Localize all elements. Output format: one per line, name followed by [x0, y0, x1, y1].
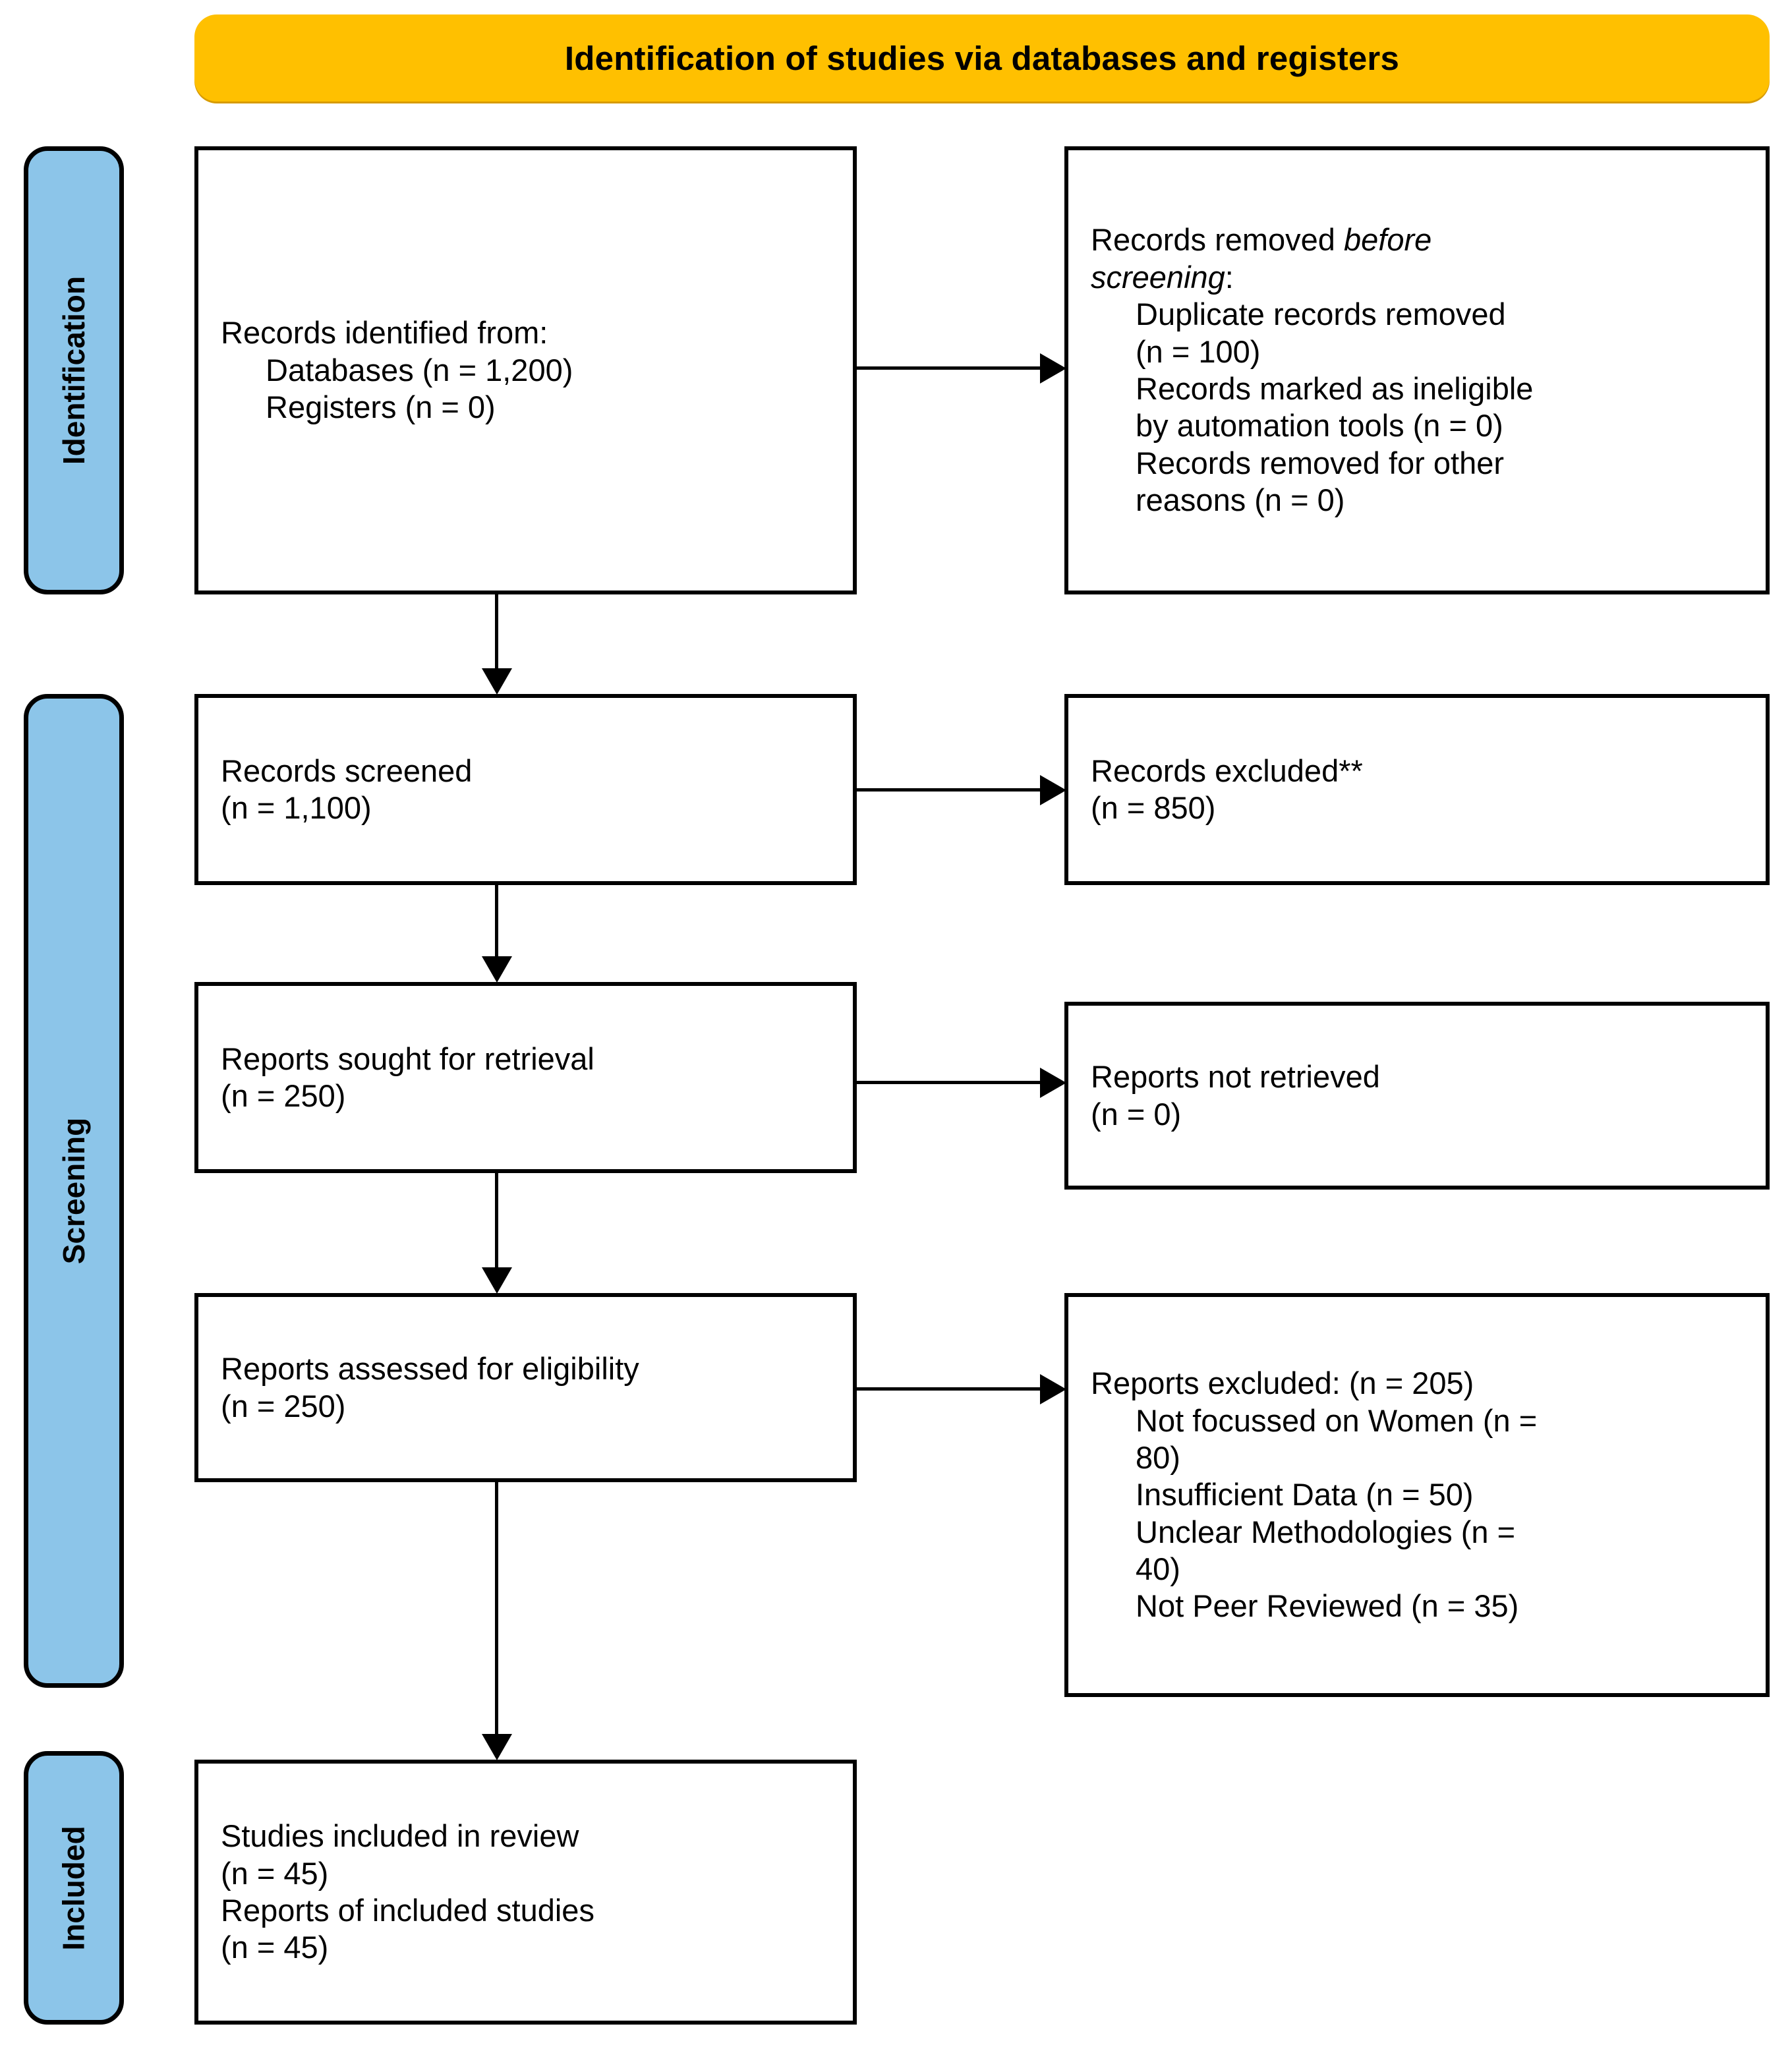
records-screened-label: Records screened: [221, 753, 473, 788]
removed-other-reasons-line-2: reasons (n = 0): [1136, 482, 1345, 518]
records-identified-line-1: Records identified from:: [221, 315, 548, 351]
stage-label-included: Included: [24, 1751, 124, 2025]
box-records-screened: Records screened (n = 1,100): [194, 694, 857, 885]
arrow-down-icon-screened-to-sought: [482, 956, 512, 983]
reports-sought-label: Reports sought for retrieval: [221, 1041, 594, 1076]
reason-unclear-methodologies-line-1: Unclear Methodologies (n =: [1136, 1514, 1516, 1549]
reason-unclear-methodologies-line-2: 40): [1136, 1551, 1180, 1587]
reason-not-peer-reviewed: Not Peer Reviewed (n = 35): [1136, 1588, 1519, 1624]
records-removed-heading-line-1: Records removed before: [1091, 221, 1743, 258]
stage-label-identification: Identification: [24, 146, 124, 594]
records-identified-registers: Registers (n = 0): [266, 389, 496, 425]
stage-label-identification-text: Identification: [57, 275, 92, 465]
arrow-down-icon-identified-to-screened: [482, 668, 512, 695]
connector-assessed-to-included: [495, 1482, 498, 1734]
stage-label-included-text: Included: [57, 1825, 91, 1951]
arrow-right-icon-identified-to-removed: [1040, 353, 1066, 384]
connector-screened-to-excluded: [857, 788, 1040, 792]
records-removed-heading-prefix: Records removed: [1091, 222, 1344, 258]
arrow-down-icon-assessed-to-included: [482, 1734, 512, 1760]
diagram-title: Identification of studies via databases …: [564, 39, 1400, 77]
connector-screened-to-sought: [495, 885, 498, 956]
records-removed-heading-emphasis-2: screening: [1091, 259, 1225, 295]
stage-label-screening: Screening: [24, 694, 124, 1688]
records-screened-count: (n = 1,100): [221, 790, 372, 825]
arrow-right-icon-screened-to-excluded: [1040, 775, 1066, 805]
reports-excluded-heading: Reports excluded: (n = 205): [1091, 1366, 1474, 1401]
duplicate-records-removed-label: Duplicate records removed: [1136, 297, 1506, 332]
box-records-removed-before-screening: Records removed before screening: Duplic…: [1064, 146, 1770, 594]
connector-sought-to-assessed: [495, 1173, 498, 1267]
records-identified-databases: Databases (n = 1,200): [266, 352, 573, 388]
connector-sought-to-not-retrieved: [857, 1081, 1040, 1084]
box-reports-assessed-for-eligibility: Reports assessed for eligibility (n = 25…: [194, 1293, 857, 1482]
reports-not-retrieved-label: Reports not retrieved: [1091, 1059, 1380, 1095]
box-reports-not-retrieved: Reports not retrieved (n = 0): [1064, 1002, 1770, 1190]
reports-sought-count: (n = 250): [221, 1078, 346, 1113]
reports-of-included-studies-count: (n = 45): [221, 1930, 329, 1965]
connector-identified-to-screened: [495, 594, 498, 668]
records-removed-heading-emphasis-1: before: [1344, 222, 1432, 258]
records-removed-heading-colon: :: [1225, 259, 1234, 295]
ineligible-automation-line-1: Records marked as ineligible: [1136, 371, 1534, 406]
records-excluded-count: (n = 850): [1091, 790, 1216, 825]
stage-label-screening-text: Screening: [57, 1117, 92, 1265]
reports-of-included-studies-label: Reports of included studies: [221, 1893, 594, 1928]
reason-not-focussed-on-women-line-1: Not focussed on Women (n =: [1136, 1402, 1538, 1438]
box-studies-included-in-review: Studies included in review (n = 45) Repo…: [194, 1760, 857, 2025]
connector-assessed-to-reports-excluded: [857, 1387, 1040, 1391]
arrow-down-icon-sought-to-assessed: [482, 1267, 512, 1294]
removed-other-reasons-line-1: Records removed for other: [1136, 445, 1505, 480]
reason-not-focussed-on-women-line-2: 80): [1136, 1439, 1180, 1475]
box-records-identified: Records identified from: Databases (n = …: [194, 146, 857, 594]
reason-insufficient-data: Insufficient Data (n = 50): [1136, 1477, 1474, 1512]
records-removed-heading-line-2: screening:: [1091, 259, 1743, 296]
studies-included-label: Studies included in review: [221, 1818, 579, 1854]
box-reports-sought-for-retrieval: Reports sought for retrieval (n = 250): [194, 982, 857, 1173]
diagram-title-banner: Identification of studies via databases …: [194, 14, 1770, 101]
records-excluded-label: Records excluded**: [1091, 753, 1363, 788]
arrow-right-icon-assessed-to-reports-excluded: [1040, 1374, 1066, 1404]
reports-assessed-label: Reports assessed for eligibility: [221, 1351, 639, 1387]
ineligible-automation-line-2: by automation tools (n = 0): [1136, 408, 1503, 444]
reports-not-retrieved-count: (n = 0): [1091, 1096, 1182, 1132]
connector-identified-to-removed: [857, 366, 1040, 370]
studies-included-count: (n = 45): [221, 1855, 329, 1891]
arrow-right-icon-sought-to-not-retrieved: [1040, 1068, 1066, 1098]
duplicate-records-removed-count: (n = 100): [1136, 333, 1261, 369]
reports-assessed-count: (n = 250): [221, 1388, 346, 1424]
box-reports-excluded: Reports excluded: (n = 205) Not focussed…: [1064, 1293, 1770, 1697]
box-records-excluded: Records excluded** (n = 850): [1064, 694, 1770, 885]
